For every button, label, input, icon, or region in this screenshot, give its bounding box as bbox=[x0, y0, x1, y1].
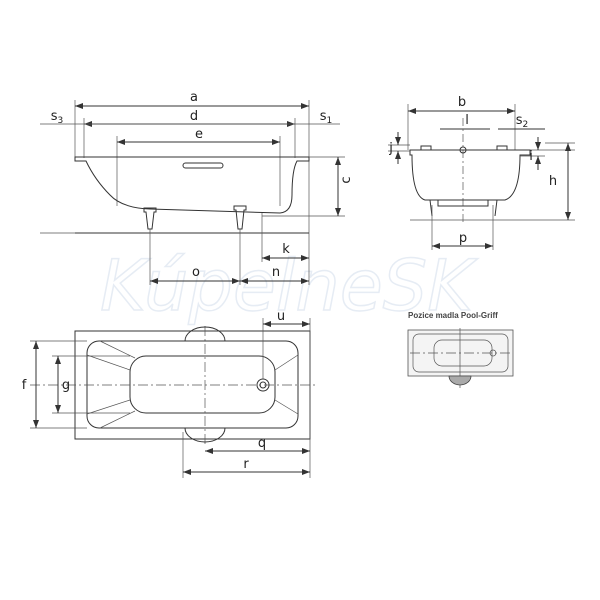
label-h: h bbox=[549, 174, 557, 189]
label-o: o bbox=[192, 265, 200, 280]
side-view: a d e s3 s1 c k o n bbox=[40, 90, 354, 285]
pool-griff-inset: Pozice madla Pool-Griff bbox=[407, 311, 514, 388]
label-f: f bbox=[22, 378, 27, 393]
tub-legs bbox=[429, 199, 498, 217]
label-c: c bbox=[339, 176, 354, 183]
top-view: f g u q r bbox=[22, 309, 318, 478]
label-s2: s2 bbox=[516, 113, 529, 130]
end-view: b l s2 j i h p bbox=[388, 95, 575, 250]
leg-left bbox=[143, 207, 157, 230]
label-r: r bbox=[243, 457, 249, 472]
label-p: p bbox=[459, 231, 467, 246]
label-n: n bbox=[272, 265, 280, 280]
label-g: g bbox=[62, 378, 70, 393]
label-d: d bbox=[190, 109, 198, 124]
label-e: e bbox=[195, 127, 203, 142]
label-j: j bbox=[388, 141, 393, 156]
label-s3: s3 bbox=[51, 109, 64, 126]
label-k: k bbox=[282, 242, 290, 257]
handle-slot bbox=[182, 162, 224, 169]
inset-caption: Pozice madla Pool-Griff bbox=[408, 311, 498, 320]
handle-top bbox=[184, 326, 226, 342]
tub-side-profile bbox=[74, 156, 310, 214]
label-a: a bbox=[190, 90, 198, 105]
label-s1: s1 bbox=[320, 109, 333, 126]
tub-basin bbox=[129, 355, 276, 414]
handle-bottom bbox=[184, 427, 226, 443]
label-q: q bbox=[258, 436, 266, 451]
label-l: l bbox=[465, 113, 469, 128]
tub-end-profile bbox=[409, 149, 531, 201]
pool-griff-handle bbox=[448, 375, 472, 386]
label-b: b bbox=[458, 95, 466, 110]
leg-right bbox=[233, 205, 247, 230]
label-i: i bbox=[529, 149, 533, 164]
label-u: u bbox=[277, 309, 285, 324]
